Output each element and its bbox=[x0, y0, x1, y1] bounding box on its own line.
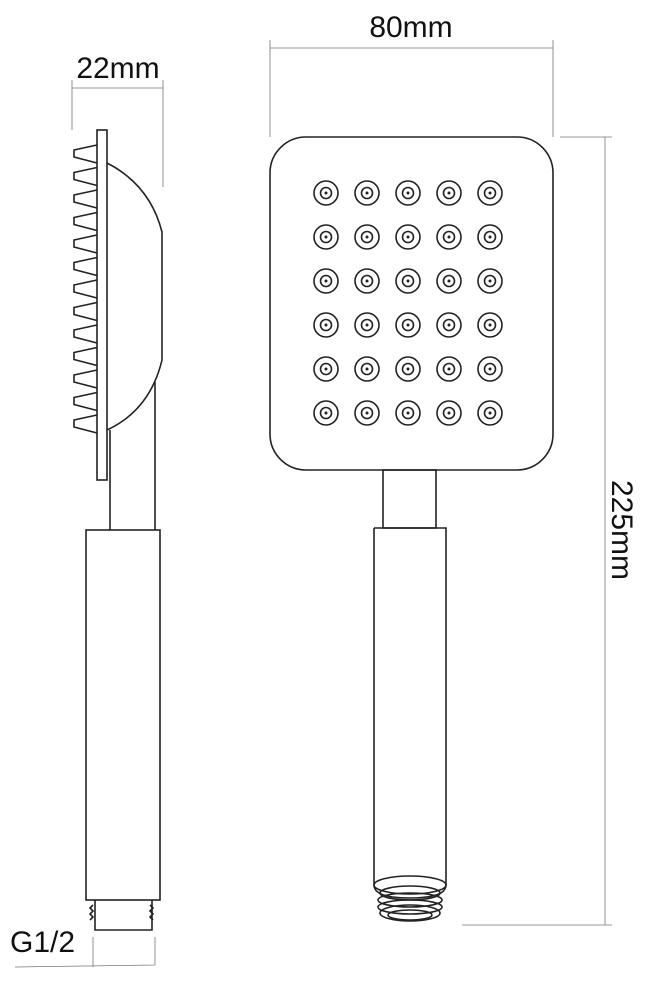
thread-ring-2 bbox=[377, 892, 443, 908]
side-view bbox=[73, 129, 163, 931]
nozzle bbox=[477, 312, 503, 338]
nozzle bbox=[436, 224, 462, 250]
nozzle bbox=[477, 180, 503, 206]
nozzle-grid bbox=[313, 180, 503, 426]
thread-marks bbox=[88, 904, 155, 921]
nozzle bbox=[354, 356, 380, 382]
nozzle bbox=[395, 400, 421, 426]
thread-ring-4 bbox=[379, 904, 441, 922]
width-label: 80mm bbox=[369, 11, 452, 44]
nozzle bbox=[477, 356, 503, 382]
nozzle bbox=[313, 312, 339, 338]
nozzle bbox=[477, 400, 503, 426]
nozzle bbox=[395, 224, 421, 250]
nozzle bbox=[436, 268, 462, 294]
side-neck bbox=[109, 382, 156, 530]
nozzle bbox=[395, 356, 421, 382]
nozzle bbox=[354, 400, 380, 426]
thread-dimension: G1/2 bbox=[10, 926, 156, 968]
thread-ring-3 bbox=[377, 899, 443, 915]
length-label: 225mm bbox=[605, 480, 638, 580]
side-face-plate bbox=[96, 129, 108, 481]
nozzle bbox=[395, 312, 421, 338]
nozzle bbox=[395, 180, 421, 206]
nozzle bbox=[354, 224, 380, 250]
nozzle bbox=[436, 400, 462, 426]
outlet-opening bbox=[387, 909, 433, 921]
length-dimension: 225mm bbox=[462, 136, 638, 926]
nozzle bbox=[313, 180, 339, 206]
depth-label: 22mm bbox=[76, 52, 159, 85]
nozzle bbox=[477, 224, 503, 250]
nozzle bbox=[354, 268, 380, 294]
width-dimension: 80mm bbox=[269, 11, 554, 137]
nozzle bbox=[313, 400, 339, 426]
side-handle bbox=[85, 529, 161, 901]
depth-dimension: 22mm bbox=[71, 52, 164, 187]
fitting-rim bbox=[373, 875, 447, 895]
nozzle bbox=[354, 312, 380, 338]
side-nozzle-teeth bbox=[73, 144, 98, 434]
side-dome bbox=[106, 162, 163, 431]
nozzle bbox=[436, 312, 462, 338]
nozzle bbox=[436, 180, 462, 206]
fitting-base bbox=[373, 884, 447, 899]
nozzle bbox=[436, 356, 462, 382]
front-view bbox=[269, 136, 554, 922]
front-handle bbox=[373, 527, 447, 885]
nozzle bbox=[313, 224, 339, 250]
nozzle bbox=[313, 268, 339, 294]
front-neck bbox=[382, 469, 437, 529]
nozzle bbox=[395, 268, 421, 294]
thread-label: G1/2 bbox=[10, 926, 75, 959]
nozzle bbox=[313, 356, 339, 382]
nozzle bbox=[354, 180, 380, 206]
nozzle bbox=[477, 268, 503, 294]
nozzle-tooth bbox=[73, 144, 98, 434]
side-thread bbox=[94, 900, 153, 931]
front-face-plate bbox=[269, 136, 554, 471]
